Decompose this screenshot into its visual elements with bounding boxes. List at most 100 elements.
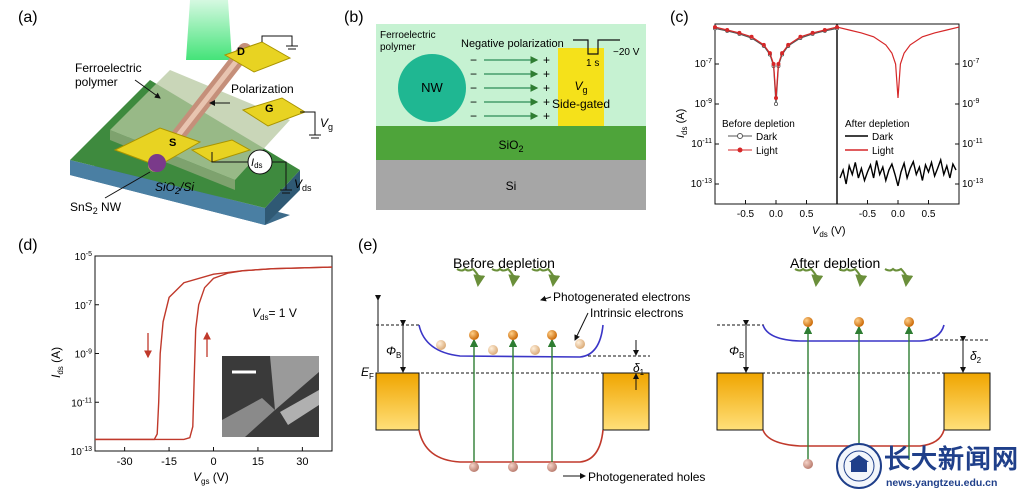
band-before: ΦB EF δ1 — [361, 267, 650, 472]
electrode-g-label: G — [265, 103, 274, 115]
plus-sign: + — [543, 53, 550, 67]
c-ytick-label-left: 10-11 — [691, 138, 712, 150]
series-light-line — [714, 26, 838, 99]
series-light-point — [786, 42, 791, 47]
transfer-curve-reverse — [95, 266, 333, 441]
watermark: 长大新闻网 news.yangtzeu.edu.cn — [835, 437, 1034, 496]
wire-s — [211, 152, 248, 163]
legend-light-marker — [737, 147, 743, 153]
d-ylabel-sub: ds — [56, 366, 65, 374]
panel-e-label: (e) — [358, 237, 378, 254]
phi-b-after-sub: B — [739, 351, 744, 360]
photo-electron — [904, 317, 914, 327]
c-ytick-label-right-base: 10 — [962, 139, 974, 150]
nw-label-sub: 2 — [93, 206, 98, 216]
conduction-band-before — [418, 324, 604, 358]
sio2-text: SiO2 — [498, 138, 523, 154]
sem-electrode-1 — [270, 356, 319, 410]
polymer-label-2: polymer — [75, 75, 118, 89]
phi-b-label: ΦB — [386, 344, 401, 360]
d-ylabel-rest: (A) — [49, 347, 63, 366]
c-ytick-label-left-base: 10 — [691, 179, 703, 190]
polymer-label-1: Ferroelectric — [75, 61, 142, 75]
vg-label-sub: g — [328, 122, 333, 132]
left-metal-after — [716, 372, 764, 431]
chart-c-plot — [713, 25, 960, 187]
phi-b-label-after: ΦB — [729, 344, 744, 360]
intrinsic-pointer — [574, 312, 589, 341]
substrate-label-rest: /Si — [179, 180, 194, 194]
plus-sign: + — [543, 109, 550, 123]
c-ytick-label-right-base: 10 — [962, 59, 974, 70]
series-dark-point — [774, 102, 779, 107]
right-metal — [602, 372, 650, 431]
vg-label: Vg — [320, 116, 333, 132]
plus-sign: + — [543, 95, 550, 109]
legend-dark-text: Dark — [756, 132, 778, 143]
c-xtick-label: 0.5 — [922, 209, 936, 220]
c-ytick-label-left-base: 10 — [695, 59, 707, 70]
wire-ids — [272, 161, 287, 190]
c-right-title: After depletion — [845, 119, 910, 130]
nw-circle — [398, 54, 466, 122]
series-light-point — [767, 51, 772, 56]
minus-sign: − — [470, 109, 477, 123]
phi-b-after-main: Φ — [729, 344, 739, 358]
d-ytick-label-exp: -11 — [82, 397, 92, 404]
delta1-sub: 1 — [640, 368, 645, 377]
legend-light-text-r: Light — [872, 146, 894, 157]
side-gated-text: Side-gated — [552, 97, 610, 111]
d-xtick-label: -15 — [161, 456, 177, 468]
nw-cross-section — [148, 154, 166, 172]
substrate-label-main: SiO — [155, 180, 175, 194]
wire-g — [300, 111, 316, 135]
photon-wave-icon — [884, 267, 914, 287]
valence-band-before — [418, 429, 604, 463]
d-ytick-label-base: 10 — [71, 398, 83, 409]
d-ytick-label: 10-9 — [75, 349, 92, 361]
right-metal-after — [943, 372, 991, 431]
c-right-legend: Dark Light — [845, 132, 894, 157]
vg-text: Vg — [574, 79, 587, 95]
panel-b: (b) NW Vg Side-gated Ferroelectric polym… — [344, 9, 646, 210]
d-ylabel: Ids (A) — [49, 347, 65, 378]
vds-label-main: V — [294, 177, 303, 191]
polymer-pointer — [134, 79, 161, 99]
c-ytick-label-right: 10-13 — [962, 178, 983, 190]
photo-hole — [508, 462, 518, 472]
intrinsic-electrons-label: Intrinsic electrons — [590, 306, 683, 320]
before-particles — [436, 267, 585, 472]
d-vds-note-sub: ds — [260, 313, 268, 322]
panel-d-label: (d) — [18, 237, 38, 254]
plus-sign: + — [543, 67, 550, 81]
sem-inset — [222, 356, 319, 437]
nw-label-rest: NW — [98, 200, 122, 214]
c-ytick-label-left-base: 10 — [691, 139, 703, 150]
b-polymer-2: polymer — [380, 42, 416, 53]
c-left-title: Before depletion — [722, 119, 795, 130]
c-ytick-label-left-exp: -13 — [702, 178, 712, 185]
electrode-s-pad — [190, 139, 252, 163]
photo-electrons-label: Photogenerated electrons — [553, 290, 690, 304]
d-xtick-label: 15 — [252, 456, 264, 468]
photo-hole — [803, 459, 813, 469]
c-xtick-label: 0.0 — [891, 209, 905, 220]
photo-electron — [547, 330, 557, 340]
c-ytick-label-left: 10-13 — [691, 178, 712, 190]
d-ytick-label-base: 10 — [75, 350, 87, 361]
d-ytick-label: 10-5 — [75, 251, 92, 263]
delta2-sub: 2 — [977, 356, 982, 365]
c-ytick-label-right-exp: -11 — [973, 138, 983, 145]
panel-c-label: (c) — [670, 9, 689, 26]
c-ylabel-main: I — [675, 135, 687, 138]
photon-wave-icon — [456, 267, 486, 287]
series-light-point — [713, 25, 718, 30]
photon-wave-icon — [794, 267, 824, 287]
pulse-width-text: 1 s — [586, 58, 599, 69]
ef-label-main: E — [361, 365, 370, 379]
c-xtick-label: -0.5 — [737, 209, 755, 220]
vds-label: Vds — [294, 177, 312, 193]
d-vds-note: Vds= 1 V — [252, 306, 297, 322]
